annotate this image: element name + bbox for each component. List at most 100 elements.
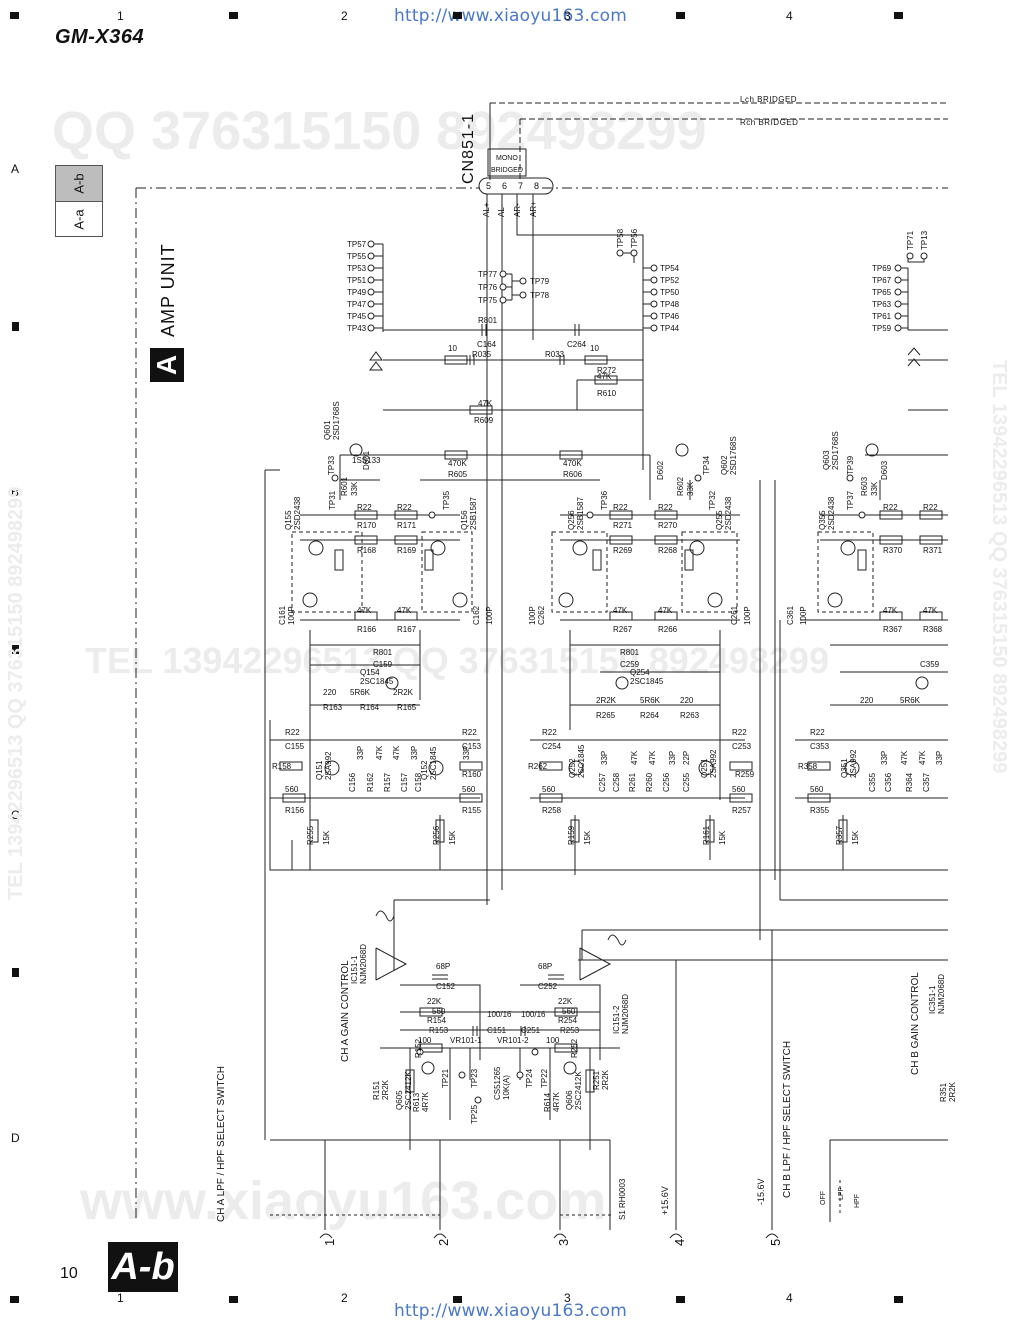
plus-supply-label: +15.6V — [660, 1186, 670, 1215]
value-label: 560 — [462, 785, 476, 794]
resistor-label: R602 — [676, 476, 685, 496]
resistor-label: R033 — [545, 350, 565, 359]
ch-b-switch-label: CH B LPF / HPF SELECT SWITCH — [782, 1040, 793, 1198]
resistor-label: R259 — [735, 770, 755, 779]
terminal-1: 1 — [322, 1238, 337, 1246]
resistor-label: R154 — [427, 1016, 447, 1025]
transistor-q251-part: 2SA992 — [709, 749, 718, 778]
cap-label: C251 — [521, 1026, 541, 1035]
transistor-q603-part: 2SD1768S — [831, 431, 840, 470]
terminal-2: 2 — [436, 1238, 451, 1246]
lch-bridged-label: Lch BRIDGED — [740, 95, 798, 104]
tp-label: TP69 — [872, 264, 892, 273]
value-label: R22 — [542, 728, 557, 737]
pin-7: 7 — [518, 181, 524, 191]
resistor-label: R358 — [798, 762, 818, 771]
resistor-label: R153 — [429, 1026, 449, 1035]
transistor-q601-part: 2SD1768S — [332, 401, 341, 440]
grid-col-1-bottom: 1 — [117, 1291, 124, 1305]
value-label: 470K — [563, 459, 582, 468]
registration-mark — [453, 12, 462, 19]
cap-label: C157 — [400, 772, 409, 792]
tp-label: TP49 — [347, 288, 367, 297]
mono-label: MONO — [496, 155, 518, 162]
resistor-label: R801 — [478, 316, 498, 325]
registration-mark — [676, 12, 685, 19]
resistor-label: R255 — [306, 825, 315, 845]
value-label: 2R2K — [393, 688, 414, 697]
value-label: 22P — [682, 750, 691, 765]
value-label: R22 — [357, 503, 372, 512]
cap-label: C359 — [920, 660, 940, 669]
tp-label: TP34 — [702, 455, 711, 475]
registration-mark — [894, 1296, 903, 1303]
resistor-label: R609 — [474, 416, 494, 425]
resistor-label: R254 — [558, 1016, 578, 1025]
resistor-label: R367 — [883, 625, 903, 634]
value-label: 47K — [613, 606, 628, 615]
resistor-label: R801 — [373, 648, 393, 657]
value-label: R22 — [923, 503, 938, 512]
switch-lpf-label: LPF — [838, 1187, 845, 1200]
resistor-label: R166 — [357, 625, 377, 634]
value-label: 47K — [918, 750, 927, 765]
resistor-label: R152 — [414, 1038, 423, 1058]
cap-label: C155 — [285, 742, 305, 751]
value-label: 100 — [418, 1036, 432, 1045]
value-label: 470K — [448, 459, 467, 468]
grid-row-D: D — [11, 1131, 20, 1145]
resistor-label: R801 — [620, 648, 640, 657]
value-label: 100 — [546, 1036, 560, 1045]
tp-label: TP24 — [525, 1068, 534, 1088]
tp-label: TP50 — [660, 288, 680, 297]
transistor-q256-part: 2SB1587 — [576, 497, 585, 530]
tab-inactive[interactable]: A-a — [56, 201, 102, 237]
value-label: 2R2K — [596, 696, 617, 705]
transistor-q601: Q601 — [323, 420, 332, 440]
resistor-label: R601 — [340, 476, 349, 496]
registration-mark — [894, 12, 903, 19]
pin-name-al-plus: AL+ — [482, 202, 491, 217]
resistor-label: R610 — [597, 389, 617, 398]
value-label: R22 — [658, 503, 673, 512]
header-watermark-url[interactable]: http://www.xiaoyu163.com — [394, 6, 628, 26]
unit-letter-badge: A — [150, 348, 184, 382]
ic-ic151-1-part: NJM2068D — [359, 943, 368, 984]
value-label: 560 — [285, 785, 299, 794]
section-tab: A-b A-a — [55, 165, 103, 237]
registration-mark — [676, 1296, 685, 1303]
value-label: 5R6K — [350, 688, 371, 697]
vr-label: VR101-1 — [450, 1036, 482, 1045]
registration-mark — [12, 322, 19, 331]
value-label: 2R2K — [381, 1079, 390, 1100]
transistor-q155-part: 2SD2438 — [293, 496, 302, 530]
pin-name-al-minus: AL- — [497, 204, 506, 217]
value-label: 15K — [851, 830, 860, 845]
ic-ic351-1: IC351-1 — [928, 985, 937, 1014]
cap-label: C152 — [436, 982, 456, 991]
cap-label: C355 — [868, 772, 877, 792]
resistor-label: R262 — [528, 762, 548, 771]
resistor-label: R160 — [462, 770, 482, 779]
cap-label: C164 — [477, 340, 497, 349]
pin-name-ar-minus: AR- — [513, 203, 522, 217]
transistor-q156-part: 2SB1587 — [469, 497, 478, 530]
tab-active[interactable]: A-b — [56, 166, 102, 201]
tp-label: TP31 — [328, 490, 337, 510]
grid-col-4: 4 — [786, 9, 793, 23]
cap-label: C158 — [414, 772, 423, 792]
grid-row-A: A — [11, 162, 20, 176]
value-label: 560 — [542, 785, 556, 794]
grid-row-C: C — [11, 808, 20, 822]
tp-label: TP22 — [540, 1068, 549, 1088]
page-tag: A-b — [108, 1242, 178, 1292]
footer-watermark-url[interactable]: http://www.xiaoyu163.com — [394, 1301, 628, 1320]
resistor-label: R371 — [923, 546, 943, 555]
resistor-label: R258 — [542, 806, 562, 815]
transistor-q151-part: 2SA992 — [324, 751, 333, 780]
cap-label: C255 — [682, 772, 691, 792]
tp-label: TP39 — [846, 455, 855, 475]
value-label: 33K — [350, 481, 359, 496]
